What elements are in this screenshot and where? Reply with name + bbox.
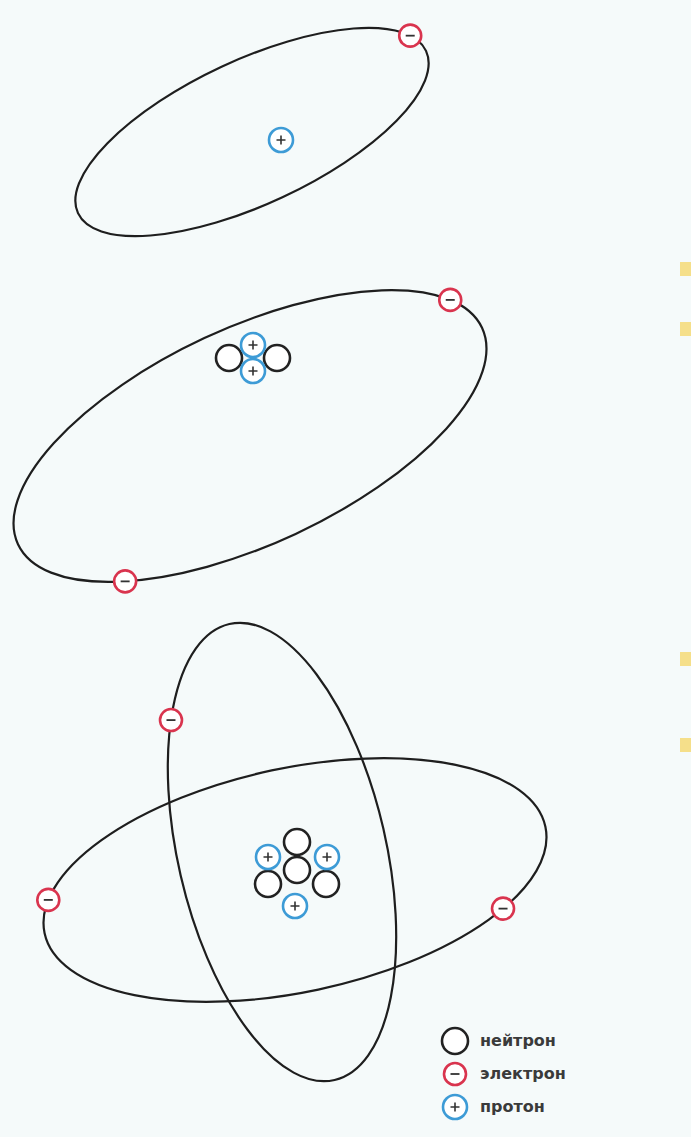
legend-sample — [440, 1092, 470, 1122]
orbit — [0, 230, 528, 642]
legend-entry: нейтрон — [440, 1024, 566, 1057]
electron — [37, 889, 59, 911]
electron — [492, 898, 514, 920]
legend-label: нейтрон — [480, 1031, 556, 1050]
helium-nucleus — [216, 333, 290, 383]
hydrogen-nucleus — [269, 128, 293, 152]
orbit — [21, 717, 568, 1043]
electron — [439, 289, 461, 311]
electron — [399, 25, 421, 47]
legend-entry: протон — [440, 1090, 566, 1123]
electron — [114, 570, 136, 592]
legend-sample — [440, 1026, 470, 1056]
lithium-nucleus — [255, 829, 339, 918]
orbits — [0, 0, 569, 1103]
orbit — [128, 601, 436, 1104]
legend: нейтрон электрон протон — [440, 1024, 566, 1123]
legend-sample — [440, 1059, 470, 1089]
electrons — [37, 25, 514, 920]
orbit — [48, 0, 457, 278]
electron — [160, 709, 182, 731]
legend-label: протон — [480, 1097, 545, 1116]
edge-marks — [680, 262, 691, 752]
legend-entry: электрон — [440, 1057, 566, 1090]
legend-label: электрон — [480, 1064, 566, 1083]
